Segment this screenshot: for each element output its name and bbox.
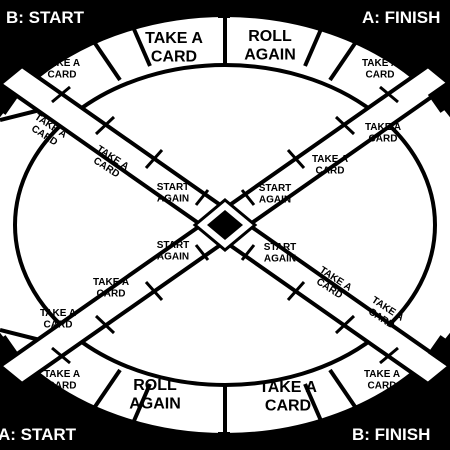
label-line: TAKE A [93, 277, 129, 288]
label-line: TAKE A [145, 30, 203, 47]
svg-text:TAKE ACARD: TAKE ACARD [40, 308, 76, 331]
svg-text:TAKE ACARD: TAKE ACARD [44, 58, 80, 81]
label-line: START [264, 242, 297, 253]
label-line: CARD [368, 381, 397, 392]
svg-text:TAKE ACARD: TAKE ACARD [93, 277, 129, 300]
label-line: TAKE A [365, 122, 401, 133]
path-dividers [51, 85, 399, 365]
corner-bottom-right-label: B: FINISH [352, 425, 430, 444]
label-line: AGAIN [244, 46, 296, 63]
label-line: AGAIN [259, 195, 291, 206]
svg-text:TAKE ACARD: TAKE ACARD [259, 379, 317, 414]
label-line: AGAIN [157, 252, 189, 263]
center-space [192, 198, 258, 252]
label-line: TAKE A [44, 58, 80, 69]
label-line: TAKE A [259, 379, 317, 396]
svg-text:TAKE ACARD: TAKE ACARD [362, 58, 398, 81]
label-line: ROLL [133, 377, 177, 394]
svg-text:TAKE ACARD: TAKE ACARD [312, 154, 348, 177]
label-line: TAKE A [40, 308, 76, 319]
corner-top-left-label: B: START [6, 8, 85, 27]
label-line: AGAIN [264, 254, 296, 265]
label-line: CARD [44, 320, 73, 331]
label-line: START [157, 240, 190, 251]
label-line: START [157, 182, 190, 193]
label-line: CARD [48, 70, 77, 81]
label-line: AGAIN [157, 194, 189, 205]
svg-text:TAKE ACARD: TAKE ACARD [145, 30, 203, 65]
label-line: TAKE A [312, 154, 348, 165]
label-line: CARD [369, 134, 398, 145]
label-line: AGAIN [129, 395, 181, 412]
label-line: CARD [265, 397, 311, 414]
label-line: CARD [97, 289, 126, 300]
top-divider [218, 0, 230, 18]
label-line: CARD [48, 381, 77, 392]
label-line: CARD [151, 48, 197, 65]
right-bottom-square [427, 335, 450, 367]
label-line: ROLL [248, 28, 292, 45]
label-line: START [259, 183, 292, 194]
label-line: CARD [316, 166, 345, 177]
label-line: CARD [366, 70, 395, 81]
label-line: TAKE A [362, 58, 398, 69]
svg-text:TAKE ACARD: TAKE ACARD [44, 369, 80, 392]
svg-text:TAKE ACARD: TAKE ACARD [365, 122, 401, 145]
bottom-divider [218, 432, 230, 450]
label-line: TAKE A [364, 369, 400, 380]
outer-dividers [0, 18, 362, 432]
right-top-square [427, 81, 450, 113]
left-bottom-square [0, 335, 19, 367]
label-line: TAKE A [44, 369, 80, 380]
corner-bottom-left-label: A: START [0, 425, 77, 444]
corner-top-right-label: A: FINISH [362, 8, 440, 27]
left-top-square [0, 83, 19, 115]
svg-text:TAKE ACARD: TAKE ACARD [364, 369, 400, 392]
